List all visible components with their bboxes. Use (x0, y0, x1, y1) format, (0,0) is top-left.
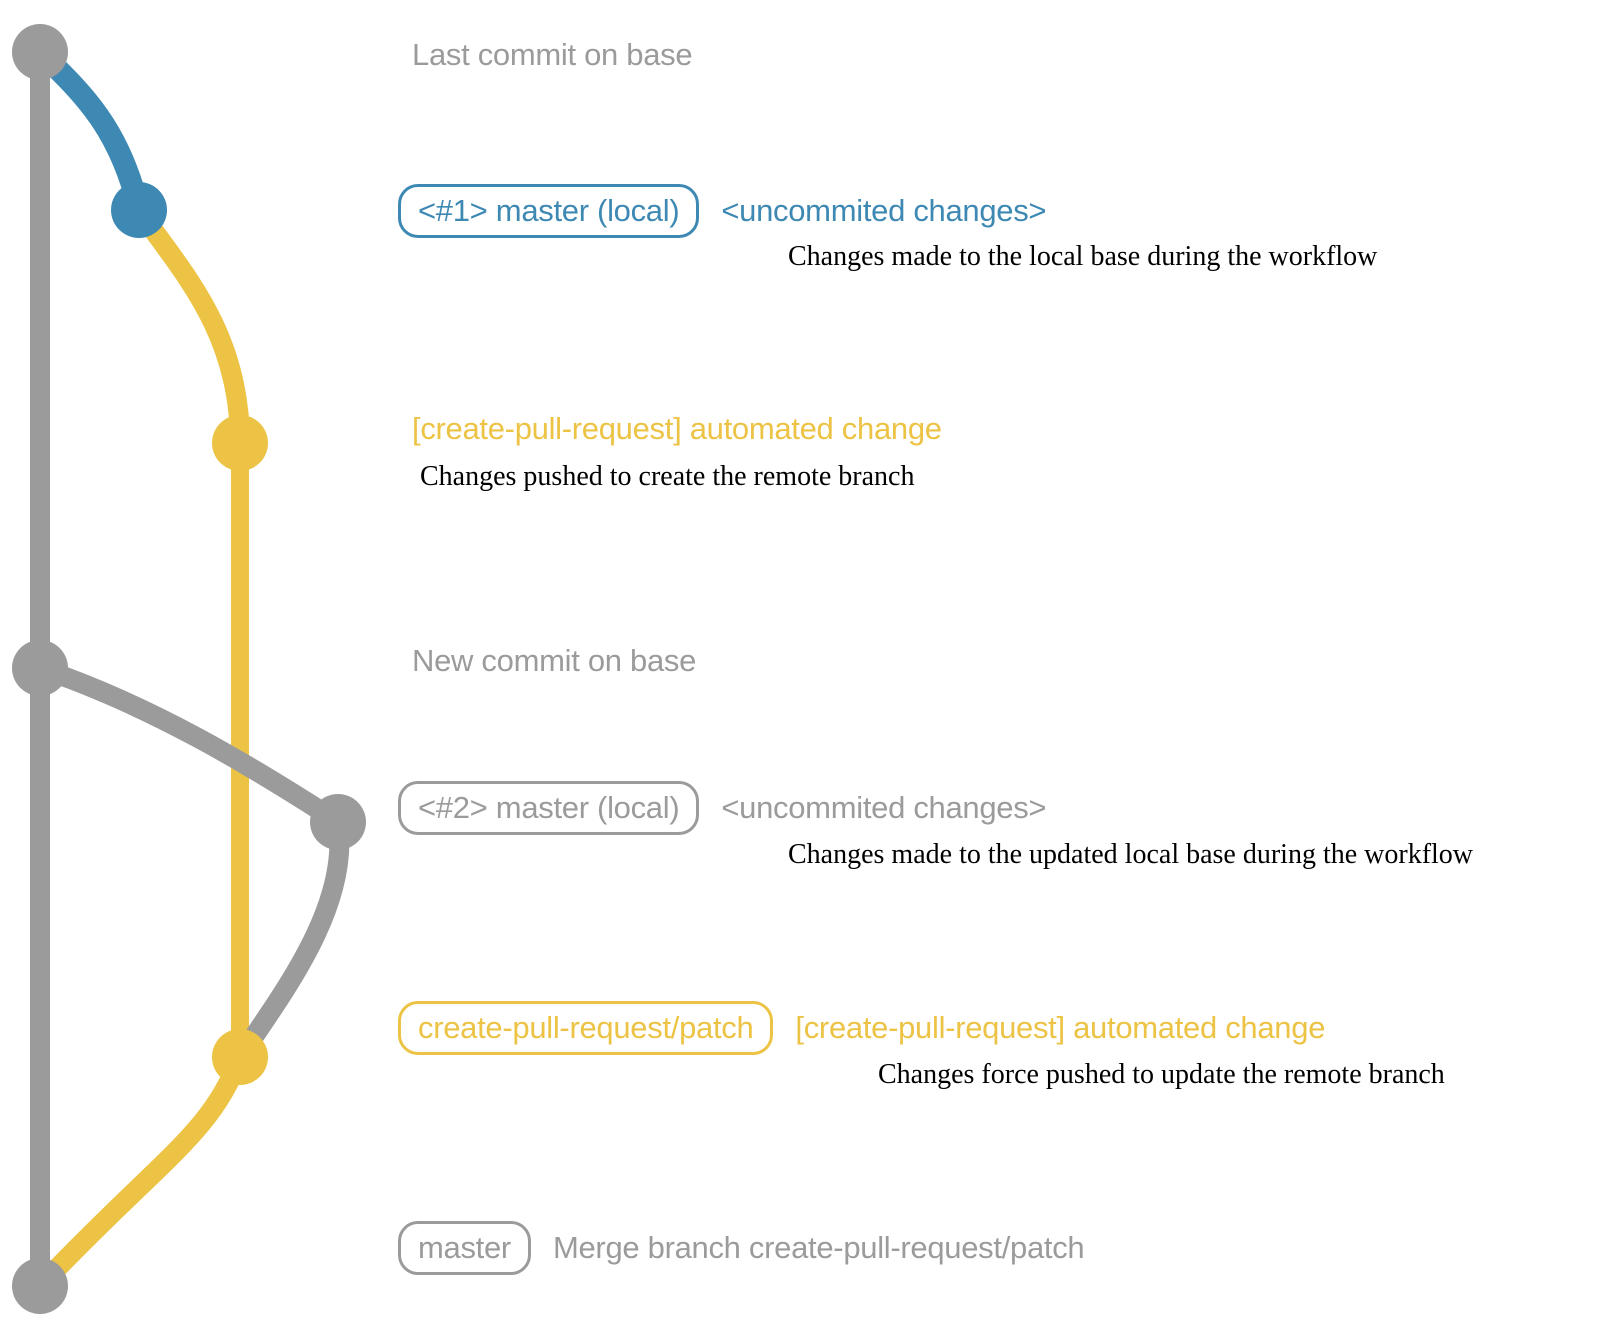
commit-node-new-base (12, 640, 68, 696)
commit-row-merge: master Merge branch create-pull-request/… (398, 1221, 1085, 1275)
commit-row-new-base: New commit on base (412, 634, 696, 688)
commit-note: Changes made to the local base during th… (788, 241, 1378, 272)
branch-badge-patch: create-pull-request/patch (398, 1001, 774, 1055)
commit-node-last-base (12, 24, 68, 80)
commit-node-local-master-2 (310, 794, 366, 850)
updated-local-master-curve (30, 658, 348, 832)
branch-badge-master-local-2: <#2> master (local) (398, 781, 700, 835)
commit-message: <uncommited changes> (721, 193, 1047, 228)
commit-note: Changes force pushed to update the remot… (878, 1059, 1445, 1090)
commit-message: <uncommited changes> (721, 790, 1047, 825)
commit-message: New commit on base (412, 643, 697, 678)
commit-node-merge (12, 1258, 68, 1314)
merge-curve (30, 1047, 250, 1296)
commit-row-local-master-2: <#2> master (local) <uncommited changes> (398, 781, 1047, 835)
commit-node-automated-change-1 (212, 415, 268, 471)
commit-message: Last commit on base (412, 37, 693, 72)
commit-row-automated-change-2: create-pull-request/patch [create-pull-r… (398, 1001, 1325, 1055)
commit-note: Changes pushed to create the remote bran… (420, 461, 915, 492)
commit-note: Changes made to the updated local base d… (788, 839, 1474, 870)
branch-badge-master-local-1: <#1> master (local) (398, 184, 700, 238)
branch-badge-master: master (398, 1221, 531, 1275)
commit-node-automated-change-2 (212, 1029, 268, 1085)
pull-request-branch-curve-top (129, 200, 250, 453)
commit-message: Merge branch create-pull-request/patch (552, 1230, 1085, 1265)
commit-row-automated-change-1: [create-pull-request] automated change (412, 402, 942, 456)
force-push-curve (230, 812, 350, 1067)
commit-row-local-master-1: <#1> master (local) <uncommited changes> (398, 184, 1047, 238)
commit-node-local-master-1 (111, 182, 167, 238)
commit-message: [create-pull-request] automated change (795, 1010, 1326, 1045)
commit-message: [create-pull-request] automated change (412, 411, 942, 446)
commit-row-last-base: Last commit on base (412, 28, 693, 82)
